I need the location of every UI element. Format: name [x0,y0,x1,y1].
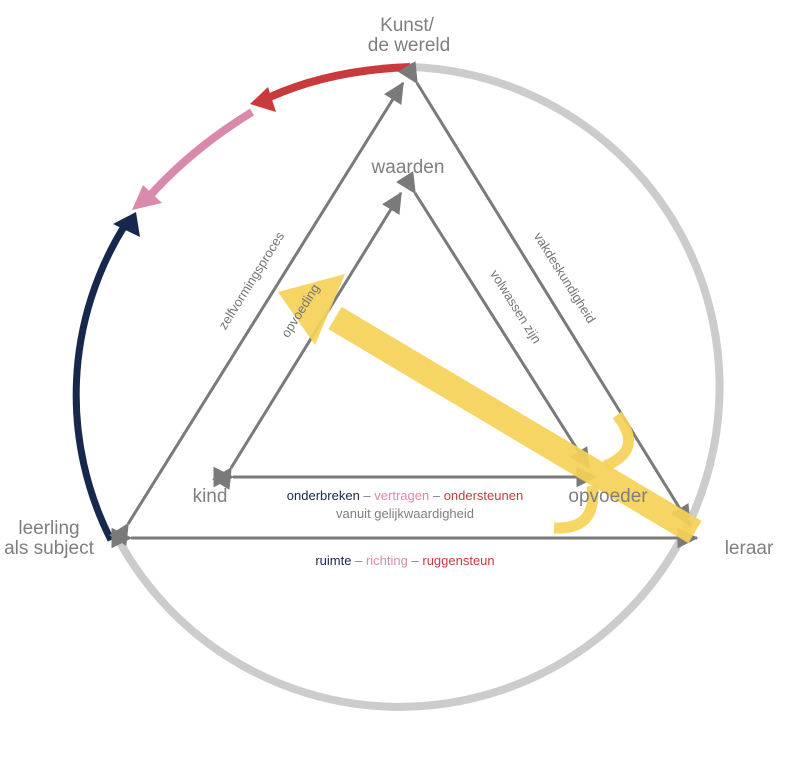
right-label: leraar [725,538,774,559]
inner-right-label: opvoeder [568,486,648,507]
inner-top-label: waarden [371,157,445,178]
top-label-line1: Kunst/ [380,15,435,36]
inner-left-label: kind [193,486,228,507]
outer-left-edge-label: zelfvormingsproces [215,229,287,332]
word-ondersteunen: ondersteunen [444,488,524,503]
sep-3: – [355,553,363,568]
word-vertragen: vertragen [374,488,429,503]
sep-4: – [412,553,420,568]
navy-arc [72,223,128,542]
word-onderbreken: onderbreken [287,488,360,503]
left-label-line2: als subject [4,538,94,559]
word-ruggensteun: ruggensteun [422,553,494,568]
outer-right-edge-label: vakdeskundigheid [531,230,599,326]
top-label-line2: de wereld [368,35,450,56]
inner-base-subline: vanuit gelijkwaardigheid [336,506,474,521]
sep-2: – [433,488,441,503]
opvoeder-brackets [553,411,634,534]
inner-base-words: onderbreken – vertragen – ondersteunen [287,488,523,503]
inner-right-edge [395,171,591,470]
red-arc [268,63,411,101]
outer-left-edge [109,81,405,546]
pink-arc [143,108,255,202]
inner-right-edge-label: volwassen zijn [487,267,544,346]
sep-1: – [363,488,371,503]
opvoeding-arrow-icon [278,274,702,544]
word-richting: richting [366,553,408,568]
word-ruimte: ruimte [315,553,351,568]
left-label-line1: leerling [18,518,79,539]
outer-base-words: ruimte – richting – ruggensteun [315,553,494,568]
